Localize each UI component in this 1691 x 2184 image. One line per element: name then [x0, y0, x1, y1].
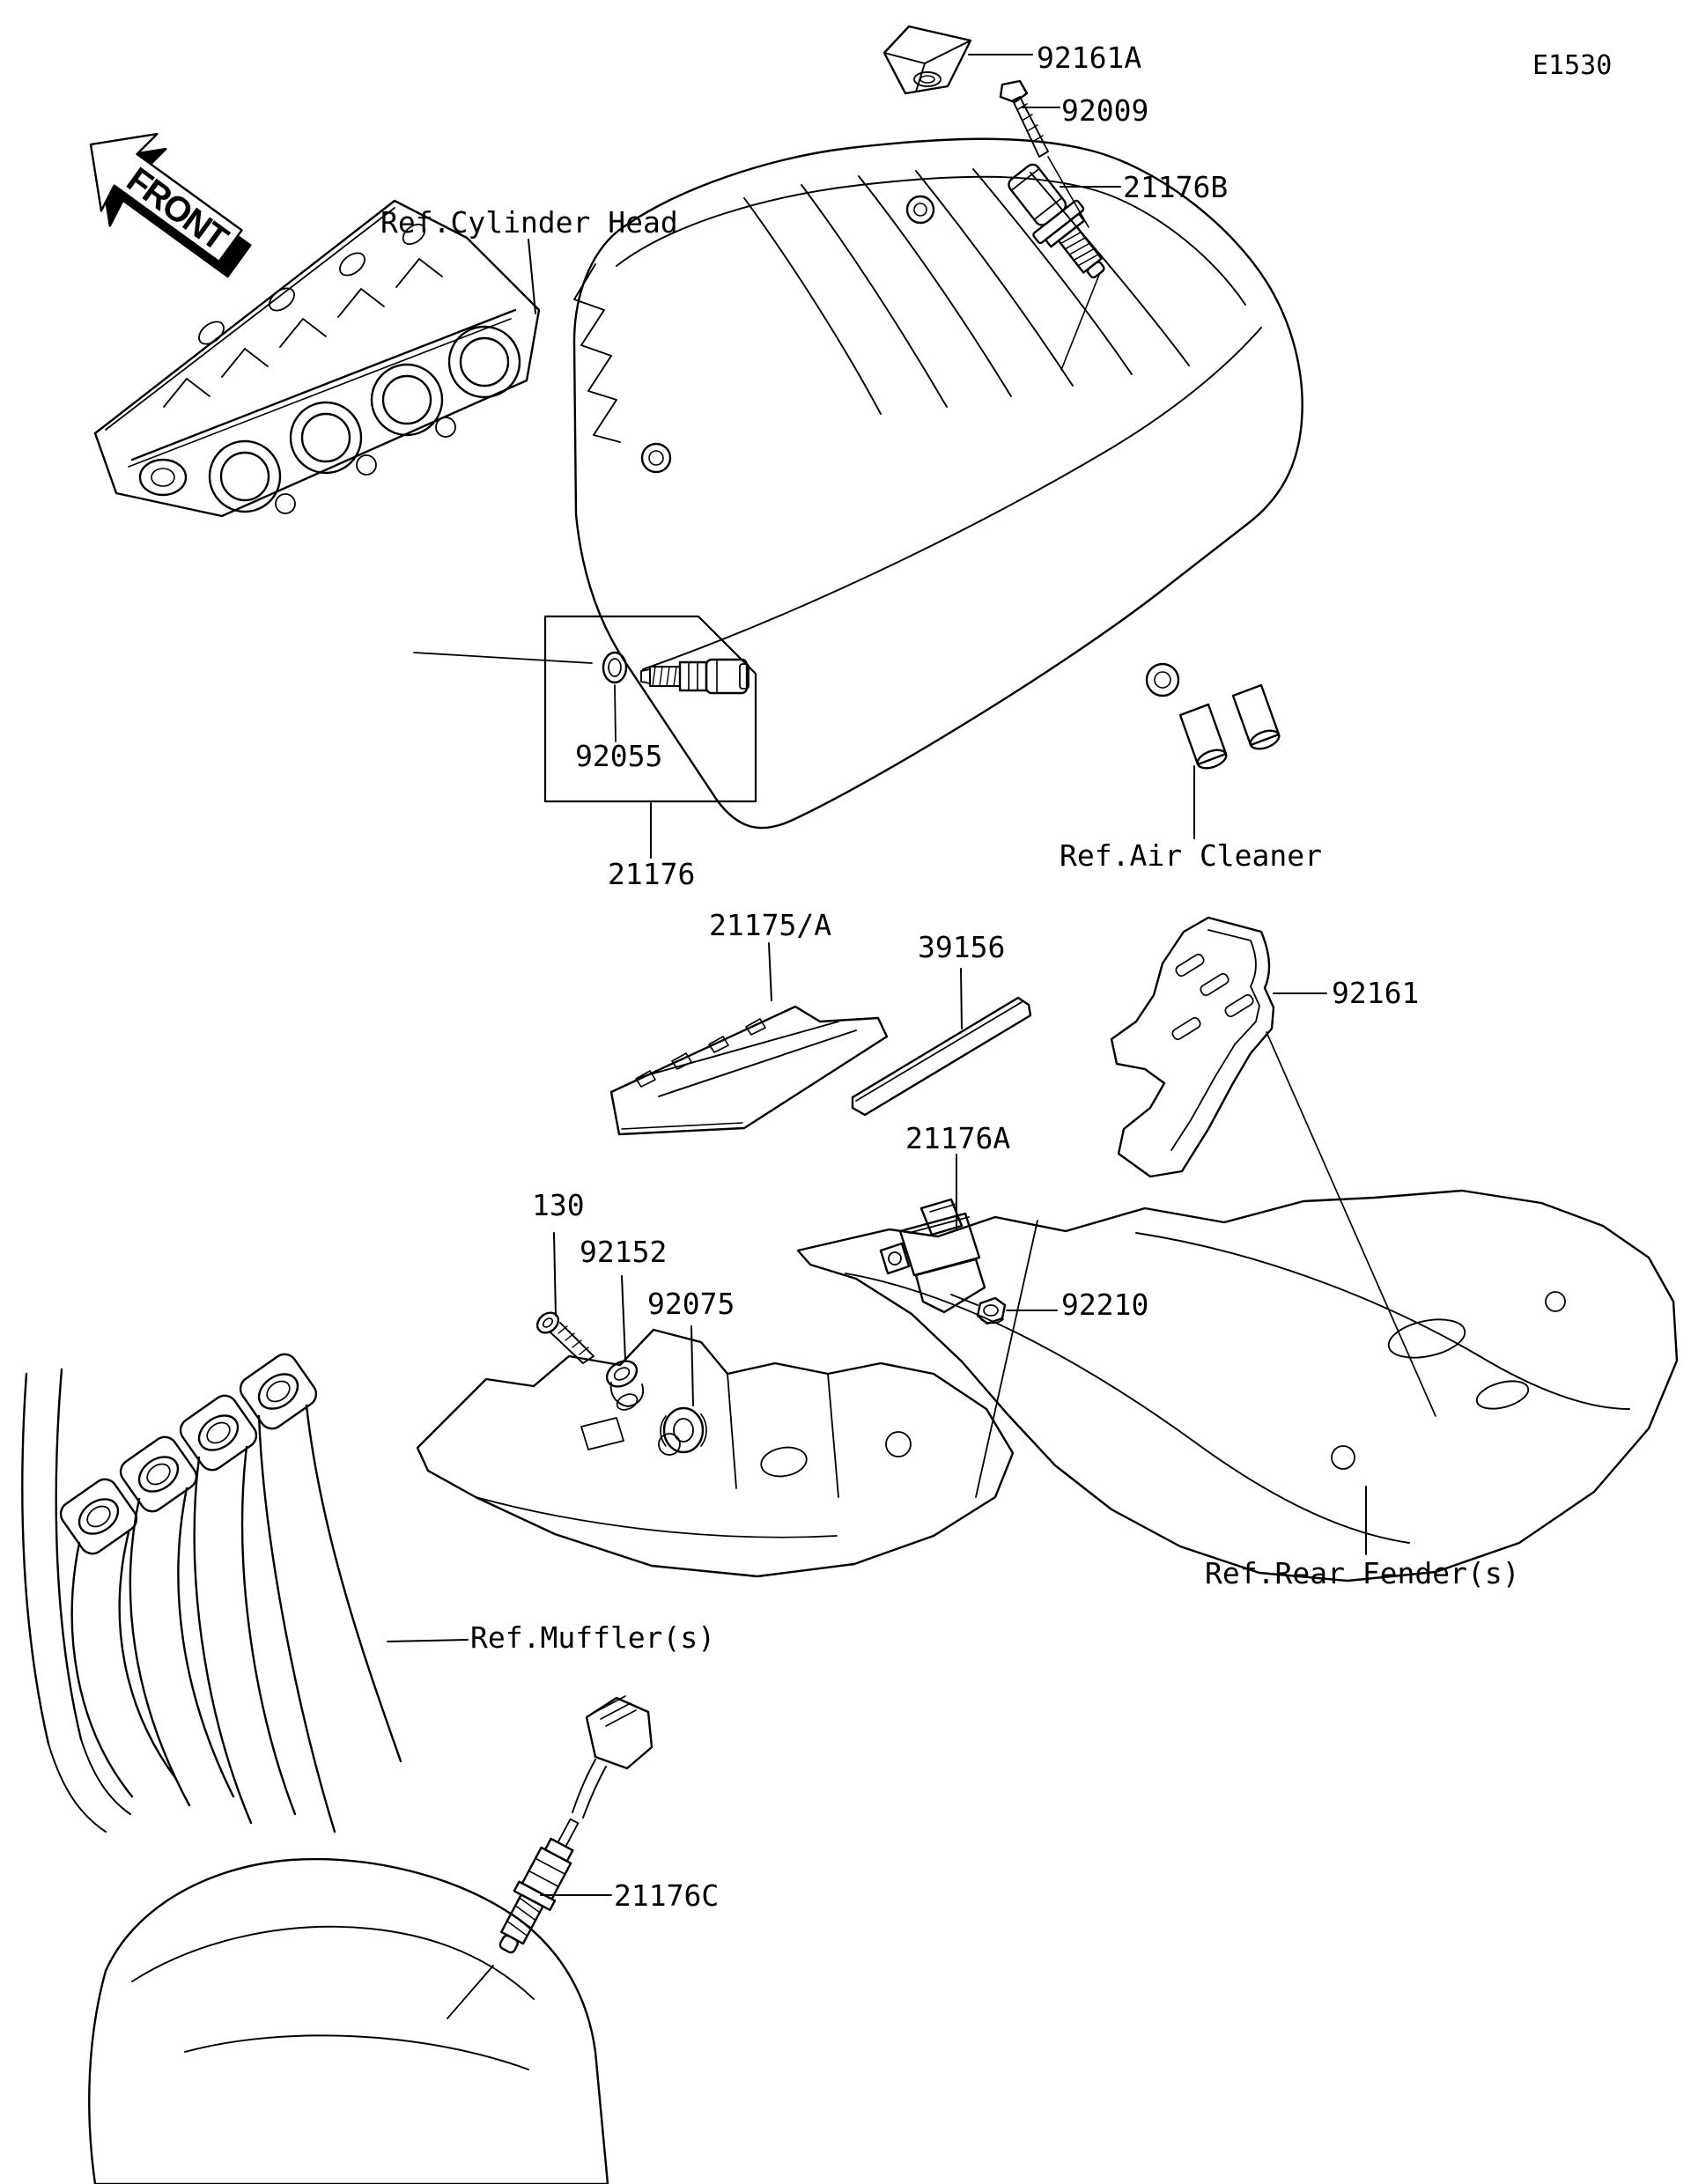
o2-sensor-21176C-drawing	[488, 1696, 652, 1959]
callout-21176A[interactable]: 21176A	[905, 1121, 1011, 1155]
callout-92055[interactable]: 92055	[575, 739, 663, 773]
sensor-21176B-drawing	[998, 155, 1121, 291]
leader-92161-to-fender	[1266, 1032, 1436, 1416]
ref-label-muffler[interactable]: Ref.Muffler(s)	[470, 1620, 716, 1655]
air-cleaner-drawing	[574, 139, 1303, 828]
leader-to-nut-92210	[951, 1295, 978, 1305]
callout-21176[interactable]: 21176	[608, 857, 696, 891]
leader-ref-cylinder-head	[528, 240, 535, 314]
water-temp-sensor-drawing	[641, 660, 749, 693]
nut-92210-drawing	[978, 1298, 1005, 1324]
bracket-92161-drawing	[1111, 918, 1274, 1177]
leader-130	[554, 1233, 556, 1316]
leader-into-box-92055	[414, 653, 592, 663]
leader-21175A	[769, 943, 772, 1000]
callout-39156[interactable]: 39156	[918, 930, 1006, 964]
rear-fender-drawing	[417, 1191, 1677, 1581]
leader-92075	[691, 1326, 693, 1406]
cap-92161A-drawing	[884, 26, 971, 93]
leader-o2-to-muffler	[447, 1966, 493, 2018]
callout-92009[interactable]: 92009	[1061, 93, 1149, 128]
ref-label-cylinder-head[interactable]: Ref.Cylinder Head	[380, 205, 678, 240]
ecu-21175-drawing	[611, 1007, 887, 1134]
detail-box-21176	[545, 616, 756, 801]
leader-39156	[961, 969, 962, 1029]
callout-92210[interactable]: 92210	[1061, 1288, 1149, 1322]
muffler-drawing	[22, 1349, 608, 2184]
callout-92161A[interactable]: 92161A	[1037, 41, 1142, 75]
grommet-92152-drawing	[602, 1356, 643, 1413]
callout-92161[interactable]: 92161	[1332, 976, 1420, 1010]
callout-21175A[interactable]: 21175/A	[709, 908, 832, 942]
axis-21176B	[1061, 275, 1099, 370]
callout-130[interactable]: 130	[532, 1188, 585, 1222]
callout-92075[interactable]: 92075	[647, 1287, 735, 1321]
o-ring-92055-drawing	[603, 653, 626, 682]
front-arrow-icon: FRONT	[59, 106, 271, 299]
page-code: E1530	[1532, 50, 1613, 81]
leader-ref-muffler	[388, 1640, 468, 1642]
callout-92152[interactable]: 92152	[580, 1235, 668, 1269]
ref-label-air-cleaner[interactable]: Ref.Air Cleaner	[1060, 838, 1323, 873]
sensor-21176A-drawing	[881, 1199, 985, 1312]
bolt-130-drawing	[534, 1309, 594, 1363]
callout-21176B[interactable]: 21176B	[1123, 170, 1229, 204]
ref-label-rear-fender[interactable]: Ref.Rear Fender(s)	[1205, 1556, 1520, 1590]
cylinder-head-drawing	[95, 201, 539, 516]
pad-39156-drawing	[853, 998, 1030, 1115]
leader-92152	[622, 1276, 625, 1360]
callout-21176C[interactable]: 21176C	[614, 1878, 720, 1913]
damper-92075-drawing	[661, 1408, 706, 1452]
